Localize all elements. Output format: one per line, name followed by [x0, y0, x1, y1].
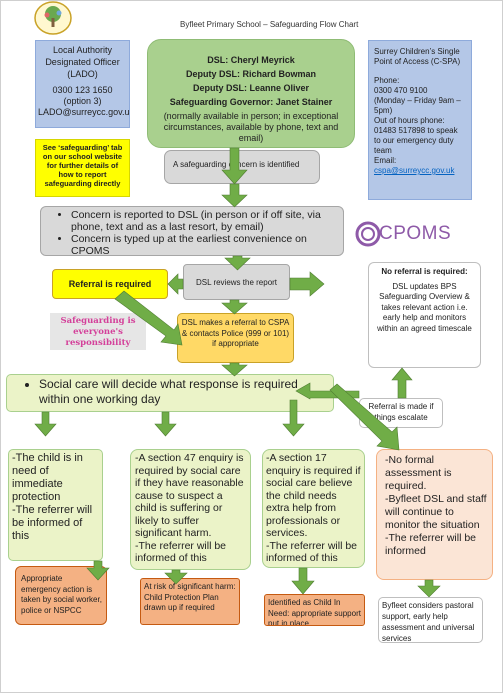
dsl-line: Deputy DSL: Leanne Oliver — [192, 83, 310, 93]
arrow-down-icon — [86, 560, 110, 581]
cpoms-logo-text: CPOMS — [379, 223, 452, 244]
arrow-down-icon — [221, 362, 248, 377]
social-care-box: Social care will decide what response is… — [6, 374, 334, 412]
cspa-phone: 0300 470 9100 — [374, 86, 428, 95]
outcome-box-1: Appropriate emergency action is taken by… — [15, 566, 107, 625]
outcome-column-3-text: -A section 17 enquiry is required if soc… — [266, 452, 361, 564]
escalate-box: Referral is made if things escalate — [359, 398, 443, 428]
arrow-diagonal-icon — [114, 290, 183, 346]
outcome-column-2: -A section 47 enquiry is required by soc… — [130, 449, 251, 570]
outcome-column-4-text: -No formal assessment is required. -Byfl… — [385, 454, 487, 557]
arrow-down-icon — [154, 411, 177, 437]
school-logo — [34, 1, 72, 35]
cpoms-logo: CPOMS — [354, 219, 454, 249]
no-referral-body: DSL updates BPS Safeguarding Overview & … — [377, 281, 472, 333]
report-box: Concern is reported to DSL (in person or… — [40, 206, 344, 256]
arrow-up-icon — [391, 367, 413, 399]
dsl-referral: DSL makes a referral to CSPA & contacts … — [177, 313, 294, 363]
cspa-phone-label: Phone: — [374, 76, 400, 85]
cspa-email-label: Email: — [374, 156, 397, 165]
arrow-diagonal-icon — [329, 383, 400, 451]
outcome-column-2-text: -A section 47 enquiry is required by soc… — [135, 452, 244, 564]
no-referral-title: No referral is required: — [381, 267, 468, 276]
responsibility-logo: Safeguarding is everyone's responsibilit… — [50, 313, 146, 350]
arrow-right-icon — [289, 271, 325, 297]
dsl-line: DSL: Cheryl Meyrick — [207, 55, 295, 65]
report-bullet: Concern is typed up at the earliest conv… — [71, 233, 339, 255]
lado-title: Local Authority Designated Officer (LADO… — [45, 45, 120, 79]
cspa-title: Surrey Children’s Single Point of Access… — [374, 47, 461, 66]
outcome-box-3: Identified as Child In Need: appropriate… — [264, 594, 365, 626]
lado-email[interactable]: LADO@surreycc.gov.uk — [38, 107, 130, 117]
outcome-column-1-text: -The child is in need of immediate prote… — [12, 452, 93, 542]
dsl-note: (normally available in person; in except… — [163, 111, 339, 143]
arrow-down-icon — [221, 299, 248, 315]
cspa-hours: (Monday – Friday 9am – 5pm) — [374, 96, 461, 115]
page-title: Byfleet Primary School – Safeguarding Fl… — [180, 20, 359, 29]
outcome-box-2: At risk of significant harm: Child Prote… — [140, 578, 240, 625]
arrow-down-icon — [34, 411, 57, 437]
website-note: See ‘safeguarding’ tab on our school web… — [35, 139, 130, 197]
arrow-down-icon — [221, 183, 248, 208]
outcome-column-3: -A section 17 enquiry is required if soc… — [262, 449, 365, 568]
report-bullet: Concern is reported to DSL (in person or… — [71, 209, 339, 233]
cspa-box: Surrey Children’s Single Point of Access… — [368, 40, 472, 200]
arrow-down-icon — [291, 567, 315, 595]
arrow-down-icon — [221, 147, 248, 185]
arrow-down-icon — [417, 579, 441, 598]
dsl-line: Deputy DSL: Richard Bowman — [185, 69, 316, 79]
responsibility-logo-text: Safeguarding is everyone's responsibilit… — [60, 316, 136, 348]
outcome-box-4: Byfleet considers pastoral support, earl… — [378, 597, 483, 643]
referral-required: Referral is required — [52, 269, 168, 299]
arrow-down-icon — [224, 255, 251, 271]
arrow-down-icon — [164, 569, 188, 585]
lado-option: (option 3) — [63, 96, 102, 106]
arrow-left-icon — [167, 273, 184, 295]
outcome-column-1: -The child is in need of immediate prote… — [8, 449, 103, 561]
lado-phone: 0300 123 1650 — [52, 85, 113, 95]
social-care-text: Social care will decide what response is… — [39, 377, 331, 407]
no-referral-box: No referral is required: DSL updates BPS… — [368, 262, 481, 368]
arrow-down-icon — [282, 399, 305, 437]
lado-box: Local Authority Designated Officer (LADO… — [35, 40, 130, 128]
cspa-out-of-hours: Out of hours phone: 01483 517898 to spea… — [374, 116, 458, 155]
dsl-line: Safeguarding Governor: Janet Stainer — [169, 97, 333, 107]
outcome-column-4: -No formal assessment is required. -Byfl… — [376, 449, 493, 580]
dsl-box: DSL: Cheryl Meyrick Deputy DSL: Richard … — [147, 39, 355, 148]
cspa-email-link[interactable]: cspa@surreycc.gov.uk — [374, 166, 455, 175]
